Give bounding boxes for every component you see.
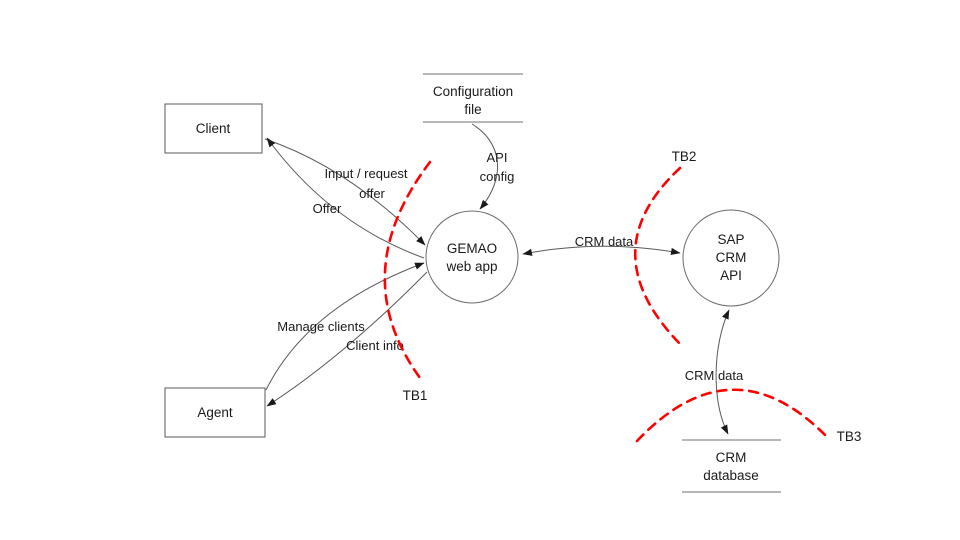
edge-label-crm-data-top: CRM data: [575, 234, 634, 249]
tb2-arc: [633, 166, 685, 349]
trust-boundary-tb1: TB1: [383, 160, 432, 403]
sap-crm-api-process-node: SAP CRM API: [682, 209, 780, 307]
tb2-label: TB2: [672, 149, 697, 164]
crm-database-label-line1: CRM: [716, 450, 747, 465]
edges-layer: Input / request offer Offer Manage clien…: [264, 123, 744, 435]
gemao-process-node: GEMAO web app: [425, 210, 519, 304]
tb1-label: TB1: [403, 388, 428, 403]
config-file-label-line2: file: [464, 102, 481, 117]
client-box: [164, 103, 263, 154]
client-node: Client: [164, 103, 263, 154]
edge-label-manage-clients: Manage clients: [277, 319, 365, 334]
gemao-label-line1: GEMAO: [447, 241, 497, 256]
edge-label-crm-data-bottom: CRM data: [685, 368, 744, 383]
edge-label-api-config-line1: API: [487, 150, 508, 165]
crm-database-store: CRM database: [682, 439, 781, 493]
edge-crm-data-gemao-sap: [522, 245, 681, 256]
agent-node: Agent: [164, 387, 266, 438]
config-file-label-line1: Configuration: [433, 84, 513, 99]
edge-label-input-request-line1: Input / request: [324, 166, 407, 181]
edge-label-input-request-line2: offer: [359, 186, 385, 201]
trust-boundaries-layer: TB1 TB2 TB3: [383, 149, 862, 444]
trust-boundary-tb2: TB2: [633, 149, 697, 349]
edge-crm-data-sap-db: [715, 309, 730, 435]
trust-boundary-tb3: TB3: [635, 388, 862, 444]
gemao-circle: [425, 210, 519, 304]
sap-label-line2: CRM: [716, 250, 747, 265]
crm-database-label-line2: database: [703, 468, 759, 483]
edge-client-info: [266, 271, 428, 407]
edge-offer: [266, 137, 425, 259]
tb3-label: TB3: [837, 429, 862, 444]
tb3-arc: [635, 388, 830, 443]
edge-label-client-info: Client info: [346, 338, 404, 353]
config-file-store: Configuration file: [423, 73, 523, 123]
edge-label-offer: Offer: [313, 201, 342, 216]
sap-label-line3: API: [720, 268, 742, 283]
edge-api-config: [471, 123, 499, 210]
edge-manage-clients: [265, 262, 425, 391]
agent-label: Agent: [197, 405, 233, 420]
agent-box: [164, 387, 266, 438]
edge-input-request-offer: [264, 138, 426, 246]
edge-label-api-config-line2: config: [480, 169, 515, 184]
sap-label-line1: SAP: [717, 232, 744, 247]
client-label: Client: [196, 121, 231, 136]
gemao-label-line2: web app: [445, 259, 497, 274]
sap-crm-api-circle: [682, 209, 780, 307]
nodes-layer: Client Agent Configuration file GEMAO we…: [164, 73, 781, 493]
tb1-arc: [383, 160, 432, 380]
